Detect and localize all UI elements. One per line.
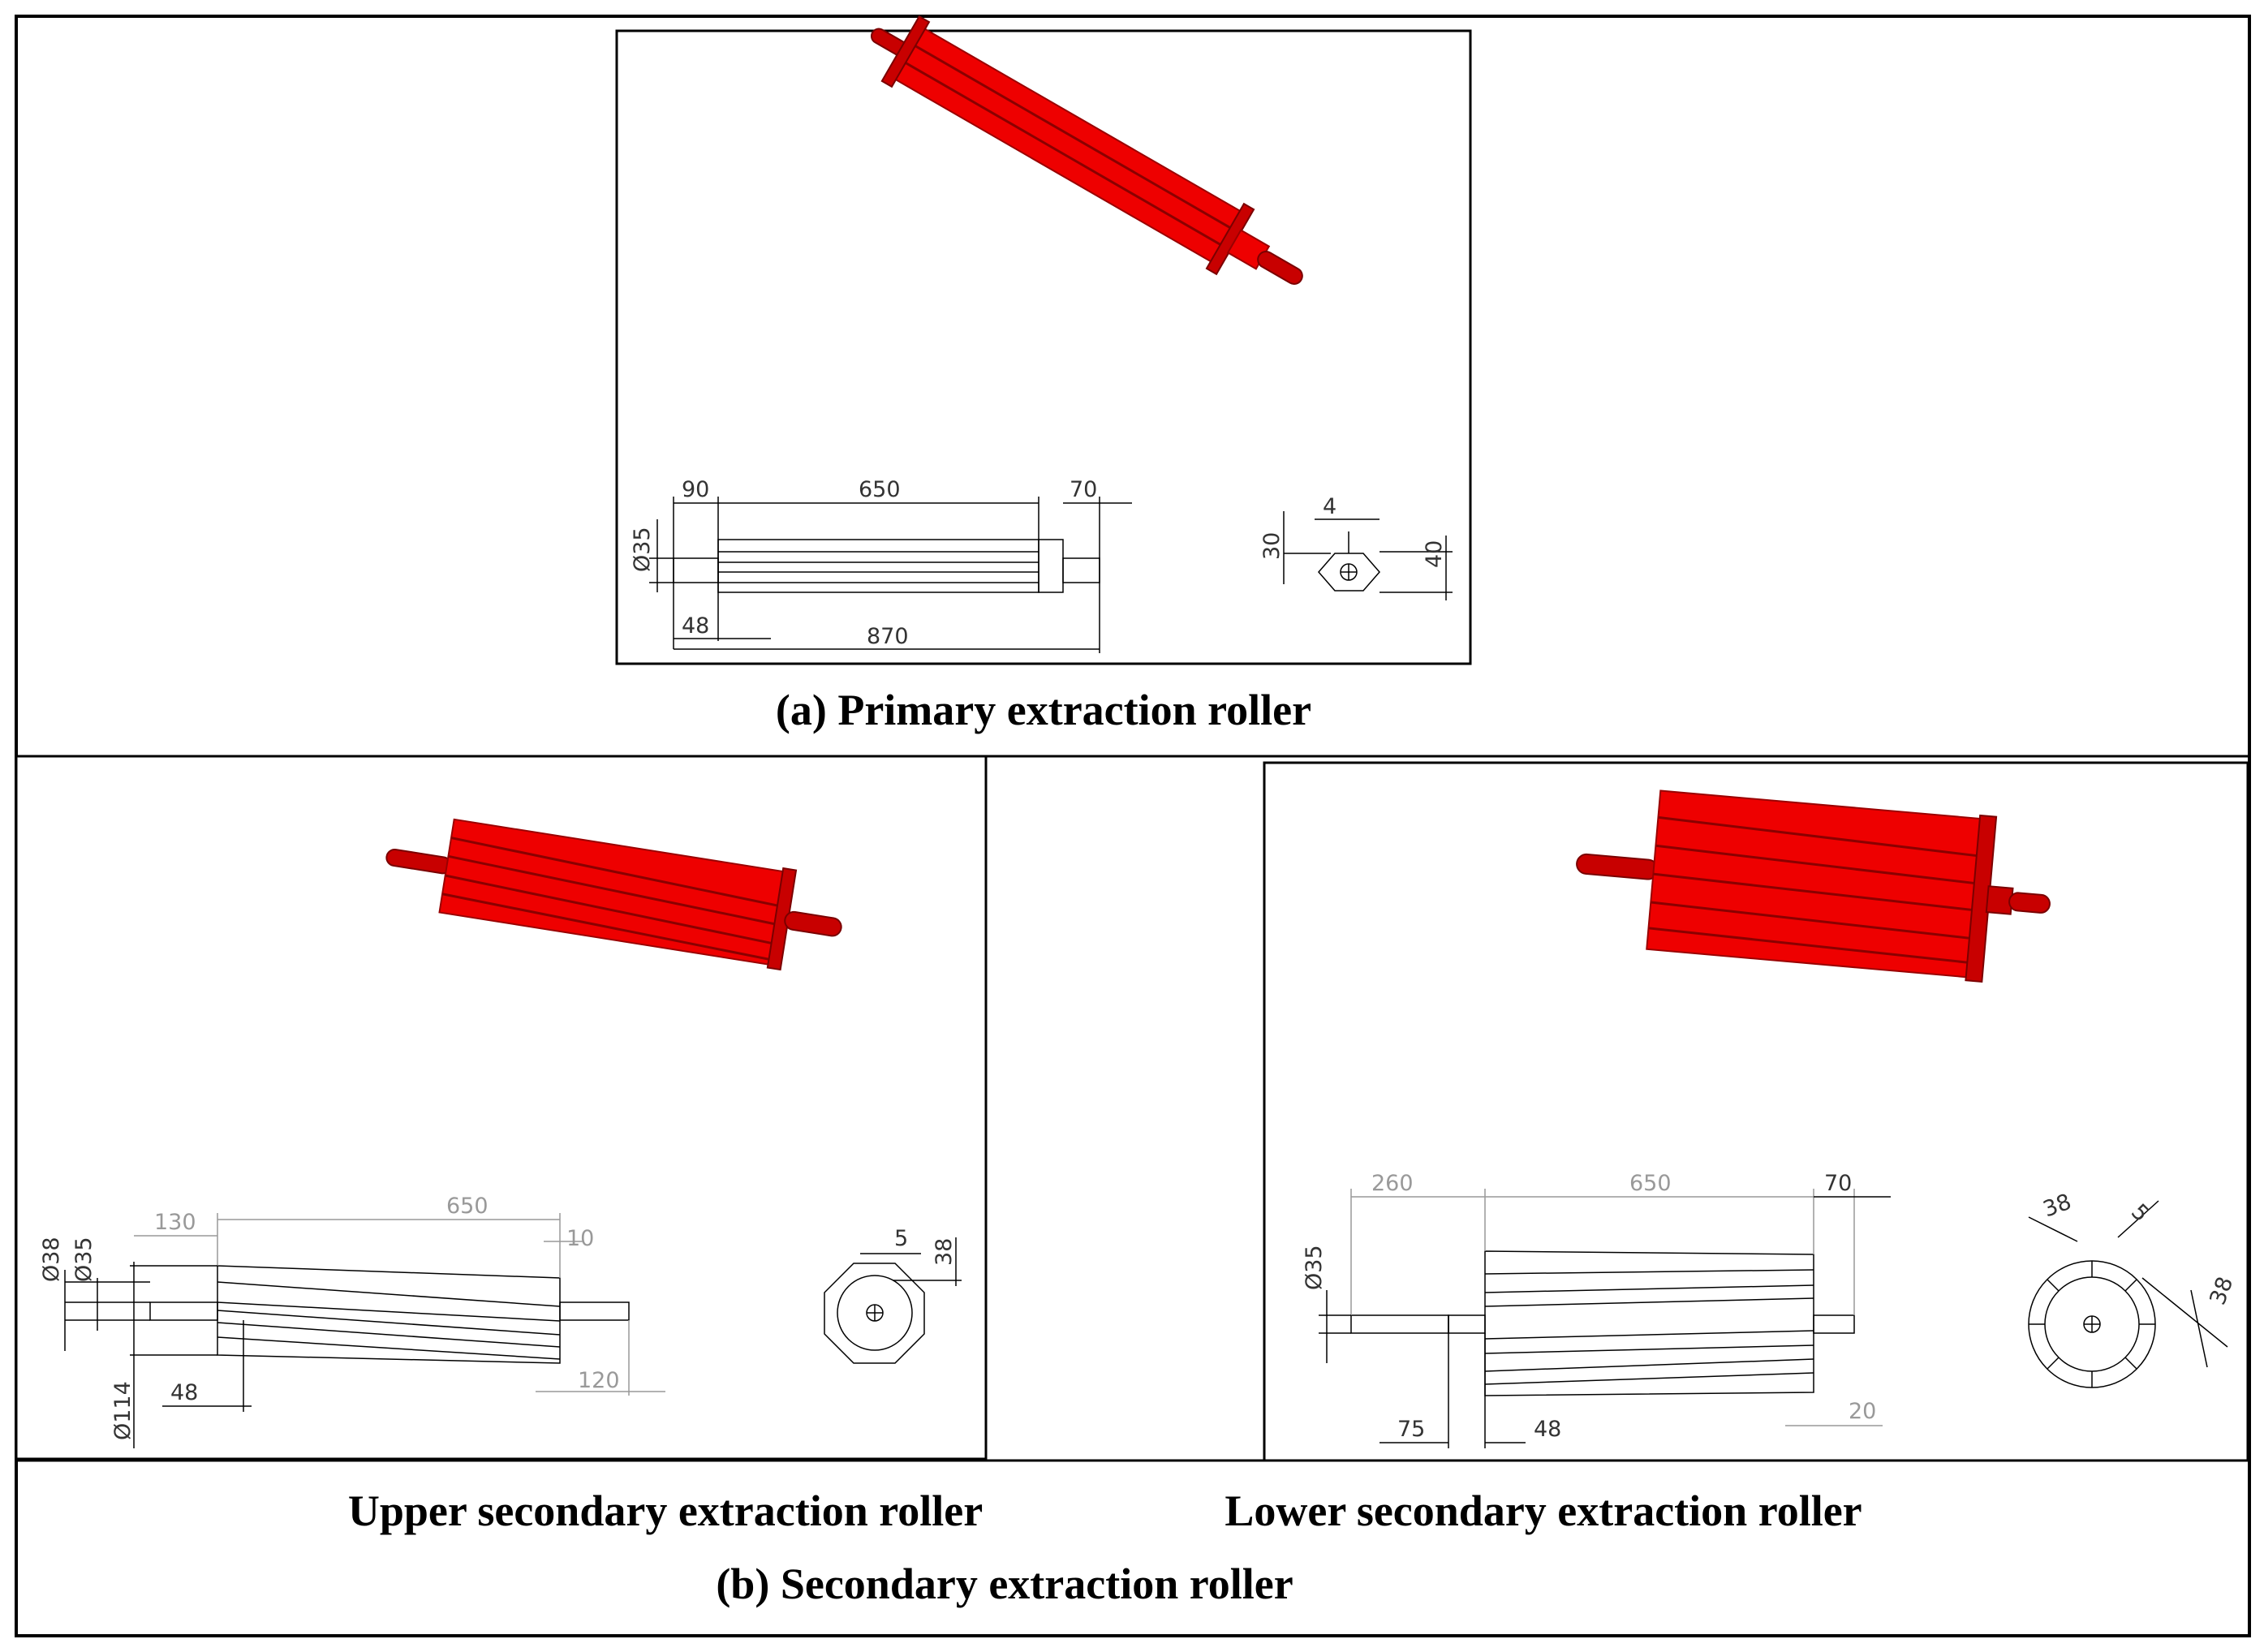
panel-upper-secondary: 130 650 10 Ø38 Ø35 48 Ø114 120 5 38 — [15, 755, 988, 1461]
dim-lower-20: 20 — [1849, 1399, 1876, 1424]
dim-primary-30: 30 — [1259, 532, 1285, 560]
caption-secondary: (b) Secondary extraction roller — [716, 1560, 1293, 1608]
dim-upper-130: 130 — [154, 1210, 196, 1235]
primary-end-view: 4 30 40 — [1259, 494, 1453, 600]
panel-primary: 90 650 70 Ø35 48 870 4 30 40 (a) Primary… — [615, 15, 1472, 734]
dim-primary-dia35: Ø35 — [630, 527, 655, 572]
caption-lower-secondary: Lower secondary extraction roller — [1225, 1486, 1862, 1535]
dim-lower-650: 650 — [1629, 1171, 1672, 1196]
dim-primary-70: 70 — [1070, 477, 1097, 502]
panel-lower-secondary: 260 650 70 Ø35 75 48 20 38 — [1263, 761, 2249, 1462]
dim-upper-48: 48 — [170, 1380, 198, 1405]
dim-primary-4: 4 — [1323, 494, 1336, 519]
dim-primary-650: 650 — [859, 477, 901, 502]
dim-lower-75: 75 — [1397, 1417, 1425, 1442]
dim-upper-dia38: Ø38 — [39, 1237, 64, 1282]
dim-lower-70: 70 — [1824, 1171, 1852, 1196]
primary-2d-drawing: 90 650 70 Ø35 48 870 — [630, 477, 1132, 653]
dim-upper-5: 5 — [894, 1226, 908, 1251]
dim-primary-40: 40 — [1422, 540, 1447, 568]
dim-upper-650: 650 — [446, 1194, 489, 1219]
dim-primary-90: 90 — [682, 477, 709, 502]
primary-roller-3d — [870, 15, 1303, 285]
dim-primary-870: 870 — [867, 624, 909, 649]
dim-lower-260: 260 — [1371, 1171, 1414, 1196]
lower-2d-drawing: 260 650 70 Ø35 75 48 20 — [1302, 1171, 1891, 1448]
upper-roller-3d — [385, 818, 842, 971]
dim-lower-dia35: Ø35 — [1302, 1245, 1327, 1290]
caption-upper-secondary: Upper secondary extraction roller — [348, 1486, 983, 1535]
dim-upper-10: 10 — [566, 1226, 594, 1251]
dim-upper-dia35: Ø35 — [71, 1237, 97, 1282]
dim-lower-48: 48 — [1534, 1417, 1561, 1442]
dim-upper-dia114: Ø114 — [110, 1381, 136, 1440]
dim-upper-120: 120 — [578, 1368, 620, 1393]
caption-primary: (a) Primary extraction roller — [776, 686, 1311, 734]
upper-2d-drawing: 130 650 10 Ø38 Ø35 48 Ø114 120 — [39, 1194, 665, 1448]
dim-upper-38: 38 — [932, 1238, 957, 1266]
upper-end-view: 5 38 — [824, 1226, 962, 1364]
lower-roller-3d — [1576, 789, 2051, 983]
dim-primary-48: 48 — [682, 613, 709, 639]
